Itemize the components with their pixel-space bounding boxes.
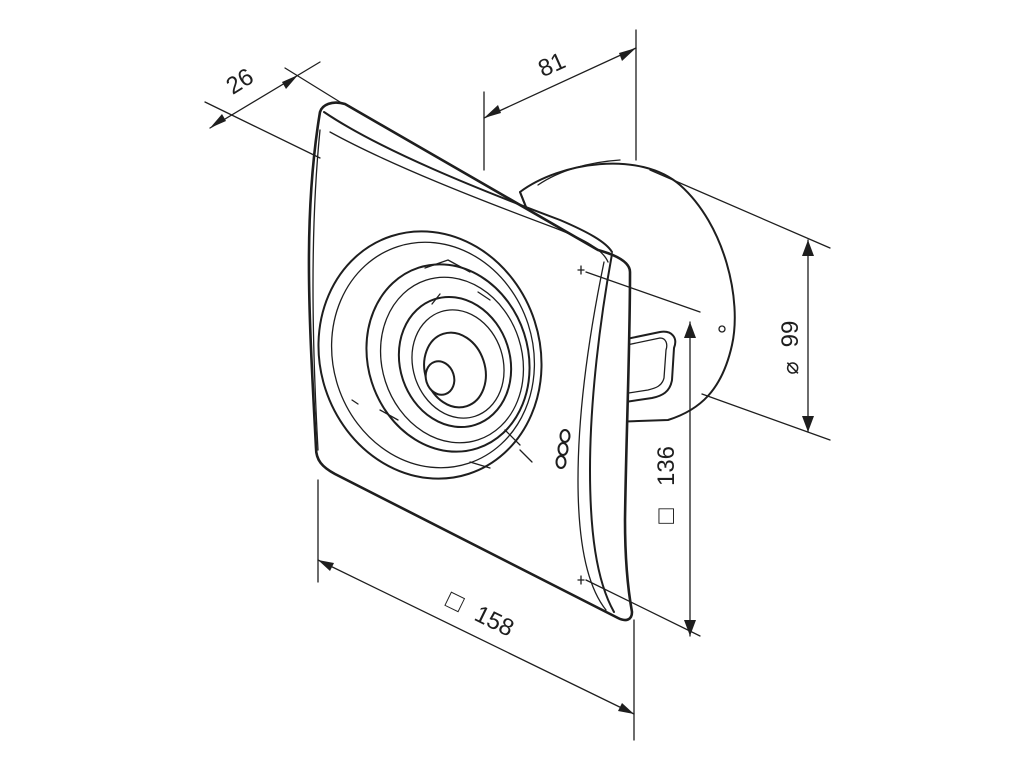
front-panel [307,101,634,622]
diameter-icon: ⌀ [778,361,803,374]
dim-81-label: 81 [534,47,569,83]
dim-26-label: 26 [222,63,259,100]
grille-rings [317,230,543,480]
dim-panel-height: □ 136 [585,271,701,637]
dim-depth-total: 81 [483,29,637,171]
dim-136-label: 136 [653,446,680,486]
square-icon: □ [442,584,470,618]
dim-99-label: 99 [777,321,804,348]
dim-158-label: 158 [470,601,518,643]
square-icon: □ [650,508,680,524]
dim-diameter: ⌀ 99 [649,169,831,441]
indicator-leds [555,429,571,469]
